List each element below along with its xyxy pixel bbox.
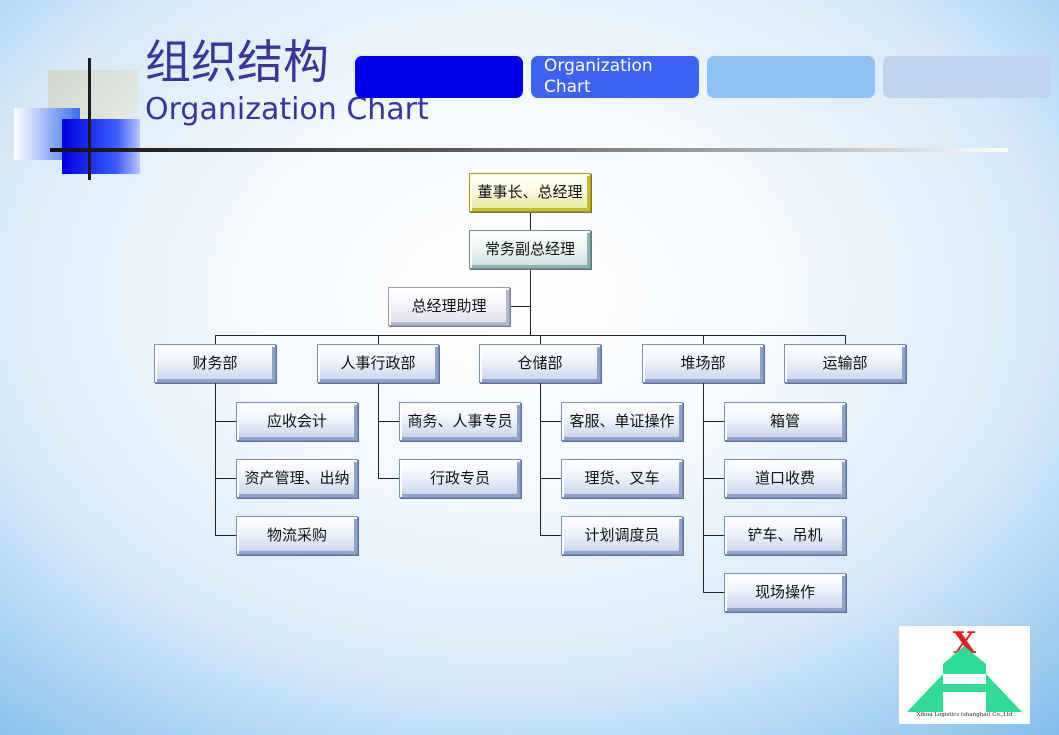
connector-line [703, 335, 704, 345]
org-node-dept-2-sub-0[interactable]: 客服、单证操作 [561, 402, 683, 441]
org-node-dept-0[interactable]: 财务部 [154, 344, 276, 383]
org-node-dept-3-sub-0[interactable]: 箱管 [724, 402, 846, 441]
org-node-dept-3-sub-2[interactable]: 铲车、吊机 [724, 516, 846, 555]
org-node-dept-2-sub-1[interactable]: 理货、叉车 [561, 459, 683, 498]
connector-line [540, 421, 562, 422]
org-node-dept-0-sub-2[interactable]: 物流采购 [236, 516, 358, 555]
connector-line [845, 335, 846, 345]
connector-line [215, 335, 216, 345]
org-node-dept-0-sub-0[interactable]: 应收会计 [236, 402, 358, 441]
connector-line [703, 383, 704, 593]
connector-line [540, 535, 562, 536]
connector-line [215, 335, 846, 336]
connector-line [703, 592, 725, 593]
org-node-dept-4[interactable]: 运输部 [784, 344, 906, 383]
org-node-deputy-gm[interactable]: 常务副总经理 [469, 230, 591, 269]
org-node-dept-1-sub-0[interactable]: 商务、人事专员 [399, 402, 521, 441]
header-tab-4[interactable] [883, 56, 1051, 98]
connector-line [540, 383, 541, 536]
connector-line [215, 383, 216, 536]
connector-line [540, 335, 541, 345]
connector-line [378, 478, 400, 479]
org-node-dept-3-sub-3[interactable]: 现场操作 [724, 573, 846, 612]
connector-line [378, 383, 379, 479]
header-tab-1[interactable] [355, 56, 523, 98]
decor-square-blue [62, 119, 140, 174]
connector-line [703, 478, 725, 479]
org-node-dept-2[interactable]: 仓储部 [479, 344, 601, 383]
org-node-gm-assistant[interactable]: 总经理助理 [388, 287, 510, 326]
org-node-dept-1-sub-1[interactable]: 行政专员 [399, 459, 521, 498]
org-node-dept-1[interactable]: 人事行政部 [317, 344, 439, 383]
header-divider [50, 148, 1008, 152]
org-node-dept-0-sub-1[interactable]: 资产管理、出纳 [236, 459, 358, 498]
connector-line [378, 421, 400, 422]
connector-line [703, 421, 725, 422]
org-node-chairman[interactable]: 董事长、总经理 [469, 173, 591, 212]
logo-h-icon [907, 646, 1022, 712]
connector-line [530, 211, 531, 335]
org-node-dept-2-sub-2[interactable]: 计划调度员 [561, 516, 683, 555]
header-tab-2[interactable]: Organization Chart [531, 56, 699, 98]
header-tab-3[interactable] [707, 56, 875, 98]
page-title-chinese: 组织结构 [145, 35, 329, 89]
connector-line [215, 478, 237, 479]
connector-line [215, 421, 237, 422]
org-node-dept-3[interactable]: 堆场部 [642, 344, 764, 383]
connector-line [215, 535, 237, 536]
logo-company-name: Xihua Logistics (shanghai) Co.,Ltd [916, 712, 1013, 718]
company-logo: X Xihua Logistics (shanghai) Co.,Ltd [899, 626, 1030, 724]
connector-line [540, 478, 562, 479]
connector-line [510, 306, 530, 307]
org-node-dept-3-sub-1[interactable]: 道口收费 [724, 459, 846, 498]
connector-line [703, 535, 725, 536]
decor-vertical-line [88, 58, 91, 180]
connector-line [378, 335, 379, 345]
